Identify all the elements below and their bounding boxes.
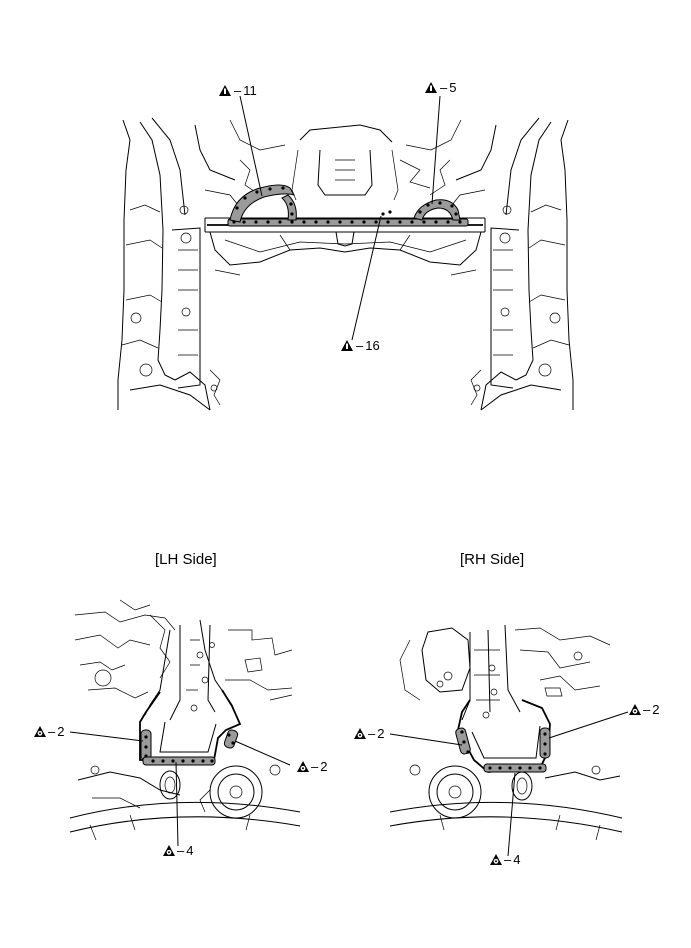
callout-rh-right: –2 [629,702,659,717]
svg-text:–5: –5 [440,80,456,95]
callout-lh-bottom: –4 [163,843,193,858]
leader-5 [431,95,441,205]
weld-a-icon [341,340,353,351]
weld-b-icon [34,726,46,737]
weld-b-icon [490,854,502,865]
svg-text:–2: –2 [311,759,327,774]
rh-side-view [389,624,629,857]
svg-text:–2: –2 [368,726,384,741]
callout-rh-left: –2 [354,726,384,741]
weld-a-icon [219,85,231,96]
lh-side-label: [LH Side] [155,551,217,568]
callout-lh-left: –2 [34,724,64,739]
callout-5: –5 [425,80,456,95]
svg-text:–2: –2 [643,702,659,717]
weld-b-icon [297,761,309,772]
weld-a-icon [425,82,437,93]
callout-lh-right: –2 [297,759,327,774]
top-underbody-view [117,95,574,411]
leader-16 [351,215,382,341]
weld-b-icon [163,845,175,856]
callout-11: –11 [219,83,257,98]
svg-text:–11: –11 [234,83,257,98]
weld-b-icon [629,704,641,715]
svg-text:–16: –16 [356,338,380,353]
callout-rh-bottom: –4 [490,852,520,867]
lh-side-view [69,599,301,847]
svg-text:–4: –4 [504,852,520,867]
svg-text:–4: –4 [177,843,193,858]
rh-side-label: [RH Side] [460,551,525,568]
callout-16: –16 [341,338,380,353]
leader-11 [239,95,263,197]
weld-b-icon [354,728,366,739]
svg-text:–2: –2 [48,724,64,739]
